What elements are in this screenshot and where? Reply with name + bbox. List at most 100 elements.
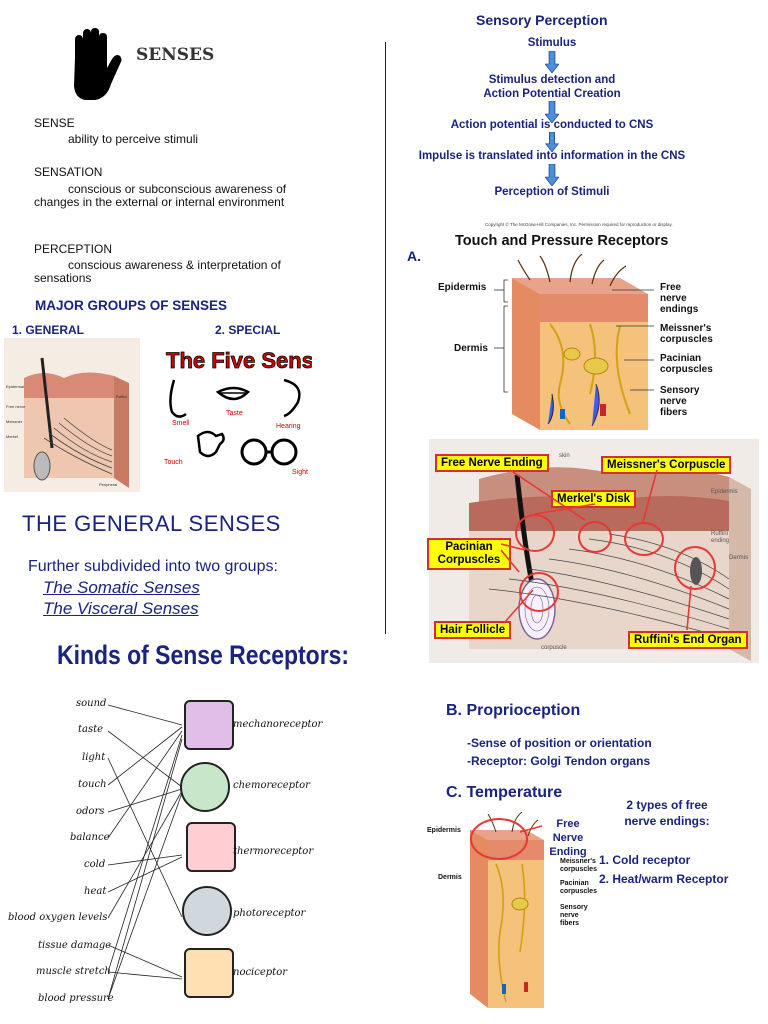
meissners-corpuscles-label: Meissner's corpuscles	[660, 323, 713, 345]
mechanoreceptor-icon	[184, 700, 234, 750]
callout-leader-lines	[500, 469, 692, 631]
receptor-label: mechanoreceptor	[233, 719, 323, 730]
touch-pressure-title: Touch and Pressure Receptors	[455, 233, 669, 249]
free-nerve-type: 1. Cold receptor	[599, 853, 691, 867]
stimulus-label: muscle stretch	[36, 966, 111, 977]
free-nerve-highlight	[578, 521, 612, 553]
pacinian-corpuscles-label: Pacinian corpuscles	[660, 353, 713, 375]
free-nerve-types-title: 2 types of free nerve endings:	[624, 798, 710, 828]
temp-meissners-label: Meissner's corpuscles	[560, 858, 597, 873]
callout-meissners-corpuscle: Meissner's Corpuscle	[601, 456, 732, 474]
sensory-nerve-fibers-label: Sensory nerve fibers	[660, 385, 700, 418]
five-senses-image: The Five Senses Smell Taste Hearing Touc…	[164, 348, 312, 476]
five-senses-smell: Smell	[172, 420, 190, 427]
svg-text:ending: ending	[711, 538, 729, 544]
meissner-highlight	[624, 522, 664, 556]
receptor-connection-lines	[107, 704, 183, 1000]
callout-merkels-disk: Merkel's Disk	[551, 490, 637, 508]
svg-text:Ruffini: Ruffini	[116, 394, 127, 399]
svg-text:Dermis: Dermis	[729, 555, 748, 561]
flow-arrow-icon	[545, 132, 559, 152]
epidermis-label: Epidermis	[438, 282, 487, 293]
stimulus-label: taste	[78, 724, 104, 735]
stimulus-label: tissue damage	[38, 940, 112, 951]
section-b-heading: B. Proprioception	[446, 702, 581, 719]
svg-text:Free nerve: Free nerve	[6, 404, 26, 409]
sensory-perception-title: Sensory Perception	[476, 12, 608, 28]
receptor-label: thermoreceptor	[233, 846, 314, 857]
visceral-senses-link[interactable]: The Visceral Senses	[43, 599, 199, 618]
svg-text:Ruffini: Ruffini	[711, 531, 728, 537]
free-nerve-endings-label: Free nerve endings	[660, 282, 699, 315]
section-a-label: A.	[407, 248, 421, 264]
svg-text:Merkel: Merkel	[6, 434, 18, 439]
temperature-free-nerve-leader	[520, 825, 543, 833]
flow-step: Perception of Stimuli	[494, 186, 610, 198]
kinds-heading: Kinds of Sense Receptors:	[57, 640, 350, 670]
stimulus-label: odors	[76, 806, 105, 817]
dermis-label: Dermis	[454, 343, 488, 354]
temp-epidermis-label: Epidermis	[427, 827, 461, 834]
five-senses-hearing: Hearing	[276, 423, 301, 430]
svg-text:skin: skin	[559, 453, 570, 459]
callout-ruffinis-end-organ: Ruffini's End Organ	[628, 631, 748, 649]
svg-text:corpuscle: corpuscle	[541, 645, 567, 651]
proprioception-line: -Sense of position or orientation	[467, 736, 652, 750]
chemoreceptor-icon	[180, 762, 230, 812]
callout-hair-follicle: Hair Follicle	[434, 621, 512, 639]
column-divider	[385, 42, 386, 634]
hair-follicle-highlight	[519, 572, 559, 612]
stimulus-label: blood oxygen levels	[8, 912, 108, 923]
touch-label-leaders	[494, 279, 654, 393]
temperature-free-nerve-label: Free Nerve Ending	[549, 818, 587, 858]
thermoreceptor-icon	[186, 822, 236, 872]
def-term-perception: PERCEPTION	[34, 242, 113, 256]
receptor-label: chemoreceptor	[233, 780, 310, 791]
somatic-senses-link[interactable]: The Somatic Senses	[43, 578, 200, 597]
flow-arrow-icon	[545, 164, 559, 186]
flow-step: Stimulus detection and Action Potential …	[483, 74, 621, 100]
flow-step: Impulse is translated into information i…	[418, 150, 686, 162]
def-body-sense: ability to perceive stimuli	[68, 132, 199, 146]
temp-sensory-label: Sensory nerve fibers	[560, 904, 588, 927]
stimulus-label: heat	[84, 886, 107, 897]
def-body-perception: conscious awareness & interpretation of …	[34, 258, 281, 285]
five-senses-touch: Touch	[164, 459, 183, 466]
flow-arrow-icon	[545, 51, 559, 73]
ruffini-highlight	[674, 546, 716, 590]
receptor-label: nociceptor	[233, 967, 287, 978]
free-nerve-type: 2. Heat/warm Receptor	[599, 872, 729, 886]
callout-free-nerve-ending: Free Nerve Ending	[435, 454, 549, 472]
stimulus-label: blood pressure	[38, 993, 114, 1004]
copyright-note: Copyright © The McGraw-Hill Companies, I…	[485, 222, 673, 227]
temp-pacinian-label: Pacinian corpuscles	[560, 880, 597, 895]
svg-text:Epidermal: Epidermal	[6, 384, 24, 389]
temperature-free-nerve-highlight	[470, 818, 528, 860]
stimulus-label: sound	[76, 698, 107, 709]
nociceptor-icon	[184, 948, 234, 998]
receptor-label: photoreceptor	[233, 908, 306, 919]
general-senses-heading: THE GENERAL SENSES	[22, 511, 281, 536]
five-senses-sight: Sight	[292, 469, 308, 476]
temp-dermis-label: Dermis	[438, 874, 462, 881]
stimulus-label: balance	[70, 832, 110, 843]
stimulus-label: touch	[78, 779, 107, 790]
flow-step: Action potential is conducted to CNS	[450, 119, 654, 131]
merkel-highlight	[515, 514, 555, 552]
subdivided-text: Further subdivided into two groups:	[28, 558, 278, 575]
stimulus-label: light	[82, 752, 106, 763]
major-groups-heading: MAJOR GROUPS OF SENSES	[35, 298, 228, 313]
def-body-sensation: conscious or subconscious awareness of c…	[34, 182, 287, 209]
five-senses-taste: Taste	[226, 410, 243, 417]
svg-text:Epidermis: Epidermis	[711, 489, 738, 495]
svg-text:Meissner: Meissner	[6, 419, 23, 424]
photoreceptor-icon	[182, 886, 232, 936]
senses-title: SENSES	[136, 45, 215, 65]
proprioception-line: -Receptor: Golgi Tendon organs	[467, 754, 651, 768]
touch-pressure-skin-diagram	[512, 254, 648, 430]
def-term-sensation: SENSATION	[34, 165, 103, 179]
flow-arrow-icon	[545, 101, 559, 123]
special-label: 2. SPECIAL	[215, 323, 281, 337]
section-c-heading: C. Temperature	[446, 784, 563, 801]
def-term-sense: SENSE	[34, 116, 75, 130]
